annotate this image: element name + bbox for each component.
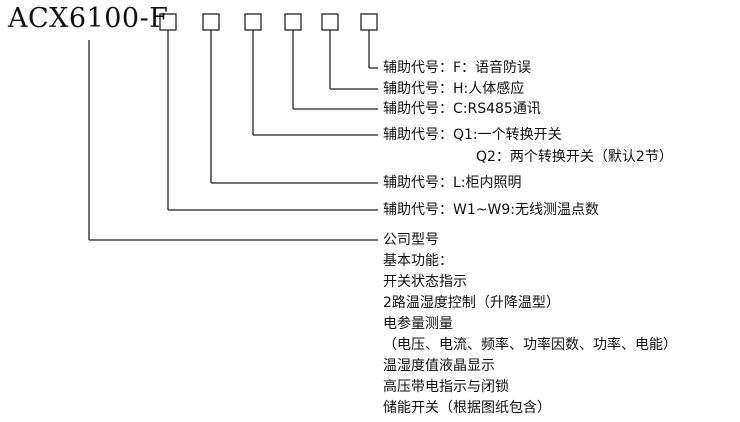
label-human-sensing: 辅助代号：H:人体感应	[383, 81, 525, 97]
label-energy-storage-switch: 储能开关（根据图纸包含）	[383, 400, 551, 416]
label-lcd-display: 温湿度值液晶显示	[383, 358, 495, 374]
label-temp-humidity-control: 2路温湿度控制（升降温型）	[383, 295, 560, 311]
label-wireless-temp: 辅助代号：W1~W9:无线测温点数	[383, 202, 599, 218]
label-electric-measurement: 电参量测量	[383, 316, 453, 332]
label-rs485: 辅助代号：C:RS485通讯	[383, 101, 541, 117]
label-switch-status: 开关状态指示	[383, 274, 467, 290]
label-voice-anti-misoperation: 辅助代号：F：语音防误	[383, 60, 532, 76]
option-box-6	[360, 13, 378, 31]
option-box-5	[321, 13, 339, 31]
label-hv-indication: 高压带电指示与闭锁	[383, 379, 509, 395]
option-box-3	[244, 13, 262, 31]
option-box-4	[284, 13, 302, 31]
label-switch-q2: Q2：两个转换开关（默认2节）	[476, 149, 673, 165]
label-switch-q1: 辅助代号：Q1:一个转换开关	[383, 127, 562, 143]
label-cabinet-lighting: 辅助代号：L:柜内照明	[383, 175, 522, 191]
option-box-2	[202, 13, 220, 31]
label-measurement-items: （电压、电流、频率、功率因数、功率、电能）	[383, 337, 677, 353]
label-basic-functions: 基本功能：	[383, 253, 453, 269]
label-company-model: 公司型号	[383, 232, 439, 248]
model-code-title: ACX6100-F	[8, 3, 169, 34]
